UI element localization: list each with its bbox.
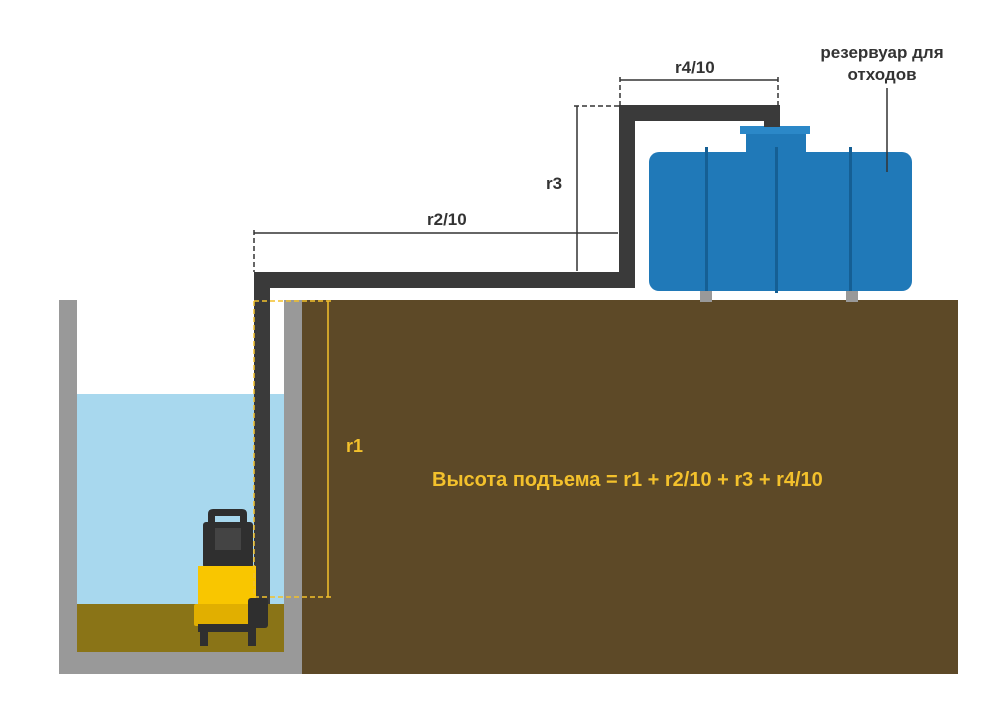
well-bottom [59,652,302,674]
well-left-wall [59,300,77,674]
dimension-r2: r2/10 [253,210,618,272]
tank-neck [746,133,806,153]
lift-height-formula: Высота подъема = r1 + r2/10 + r3 + r4/10 [432,469,823,491]
pump-foot-right [248,632,256,646]
tank-label-group: резервуар для отходов [820,43,944,172]
tank-strap-middle [775,147,778,293]
pump-base [198,624,256,632]
r1-label: r1 [346,436,363,456]
tank-strap-left [705,147,708,291]
ground [302,300,958,674]
dimension-r3: r3 [546,105,620,271]
pump-outlet [248,598,268,628]
tank-body [649,152,912,291]
tank-label-line1: резервуар для [820,43,943,62]
pump-top-window [215,528,241,550]
dimension-r4: r4/10 [619,58,779,106]
pump-foot-left [200,632,208,646]
tank-strap-right [849,147,852,291]
pump-housing [194,604,260,626]
r2-label: r2/10 [427,210,467,229]
submersible-pump [194,509,268,646]
tank-label-line2: отходов [847,65,916,84]
dimension-r1: r1 [253,300,363,598]
well-right-wall [284,300,302,674]
tank-lid [740,126,810,134]
pump-handle [208,509,247,530]
pump-body [198,566,256,606]
waste-tank [649,126,912,293]
discharge-pipe [254,105,780,604]
r4-label: r4/10 [675,58,715,77]
r3-label: r3 [546,174,562,193]
